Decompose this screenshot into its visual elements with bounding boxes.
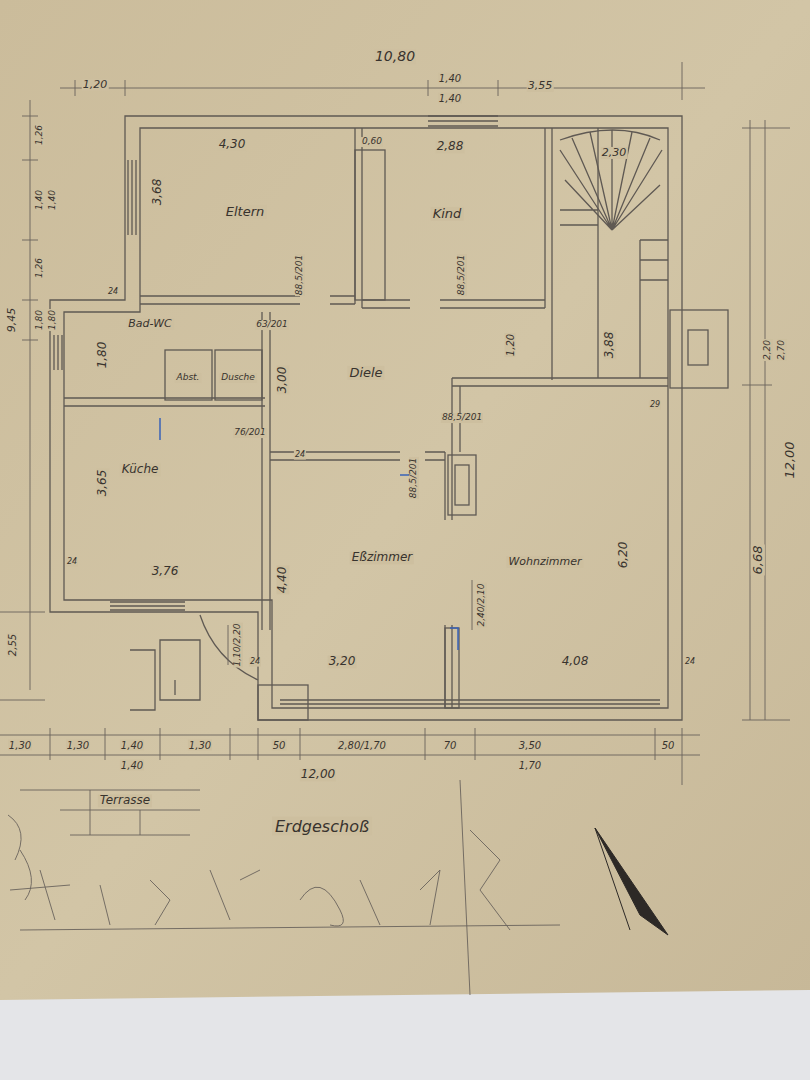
dimension-label: 2,55 xyxy=(7,633,18,657)
plan-title: Erdgeschoß xyxy=(272,817,372,836)
dimension-label: 29 xyxy=(649,401,661,410)
dimension-label: 6,20 xyxy=(617,541,630,570)
dimension-label: 50 xyxy=(272,740,287,751)
dimension-label: 1,30 xyxy=(66,740,90,751)
dimension-label: 1,80 xyxy=(35,309,45,331)
dimension-label: 9,45 xyxy=(6,307,18,334)
room-name: Diele xyxy=(347,366,384,380)
dimension-label: 1,70 xyxy=(518,760,542,771)
dimension-label: 50 xyxy=(661,740,676,751)
dimension-label: 1,40 xyxy=(438,73,462,84)
dimension-label: 6,68 xyxy=(751,545,765,576)
dimension-label: 3,55 xyxy=(527,80,554,92)
dimension-label: 1,40 xyxy=(438,93,462,104)
dimension-label: 10,80 xyxy=(374,49,416,64)
room-name: Abst. xyxy=(175,373,202,383)
room-name: Eltern xyxy=(224,205,267,219)
dimension-label: 1,40 xyxy=(48,189,58,211)
dimension-label: 2,30 xyxy=(601,147,628,159)
dimension-label: 1,20 xyxy=(82,79,109,91)
dimension-label: 1,40 xyxy=(35,189,45,211)
dimension-label: 1,40 xyxy=(120,760,144,771)
room-name: Terrasse xyxy=(98,794,152,807)
dimension-label: 1,30 xyxy=(8,740,32,751)
room-name: Kind xyxy=(431,207,464,221)
dimension-label: 76/201 xyxy=(233,428,267,438)
dimension-label: 88,5/201 xyxy=(295,254,305,296)
dimension-label: 24 xyxy=(249,658,261,667)
dimension-label: 3,20 xyxy=(328,655,357,668)
room-area: Kind xyxy=(362,128,545,300)
dimension-label: 3,50 xyxy=(518,740,542,751)
dimension-label: 2,20 xyxy=(763,339,773,361)
dimension-label: 4,40 xyxy=(276,566,289,595)
dimension-label: 1,20 xyxy=(505,333,516,357)
room-name: Küche xyxy=(120,463,161,476)
room-area: Eltern xyxy=(140,128,355,296)
dimension-label: 12,00 xyxy=(300,768,336,781)
dimension-label: 3,68 xyxy=(151,178,164,207)
dimension-label: 88,5/201 xyxy=(457,254,467,296)
dimension-label: 24 xyxy=(66,558,78,567)
dimension-label: 2,40/2,10 xyxy=(477,582,487,627)
dimension-label: 1,26 xyxy=(35,124,45,146)
dimension-label: 3,00 xyxy=(276,366,289,395)
dimension-label: 12,00 xyxy=(783,440,797,479)
dimension-label: 2,70 xyxy=(777,339,787,361)
room-area: Terrasse xyxy=(20,778,200,838)
room-name: Bad-WC xyxy=(126,318,174,330)
dimension-label: 1,26 xyxy=(35,257,45,279)
dimension-label: 24 xyxy=(684,658,696,667)
dimension-label: 2,80/1,70 xyxy=(337,740,387,751)
room-name: Wohnzimmer xyxy=(506,556,583,568)
dimension-label: 1,10/2,20 xyxy=(233,622,243,667)
room-name: Eßzimmer xyxy=(350,551,414,564)
dimension-label: 1,80 xyxy=(48,309,58,331)
dimension-label: 2,88 xyxy=(436,140,465,153)
dimension-label: 70 xyxy=(443,740,458,751)
room-area: Dusche xyxy=(215,350,262,400)
dimension-label: 88,5/201 xyxy=(409,457,419,499)
dimension-label: 63/201 xyxy=(255,320,289,330)
dimension-label: 3,65 xyxy=(96,469,109,498)
room-area: Bad-WC xyxy=(64,306,262,346)
room-area: Wohnzimmer xyxy=(460,386,668,700)
dimension-label: 0,60 xyxy=(361,137,383,147)
dimension-label: 24 xyxy=(294,451,306,460)
dimension-label: 4,30 xyxy=(218,138,247,151)
room-area: Diele xyxy=(270,306,545,452)
room-name: Dusche xyxy=(219,373,257,383)
room-area: Abst. xyxy=(165,350,212,400)
dimension-label: 3,76 xyxy=(151,565,180,578)
dimension-label: 3,88 xyxy=(603,331,616,360)
dimension-label: 1,40 xyxy=(120,740,144,751)
dimension-label: 4,08 xyxy=(561,655,590,668)
room-area: Eßzimmer xyxy=(272,460,445,700)
dimension-label: 1,80 xyxy=(96,341,109,370)
dimension-label: 88,5/201 xyxy=(441,413,483,423)
dimension-label: 24 xyxy=(107,288,119,297)
dimension-label: 1,30 xyxy=(188,740,212,751)
